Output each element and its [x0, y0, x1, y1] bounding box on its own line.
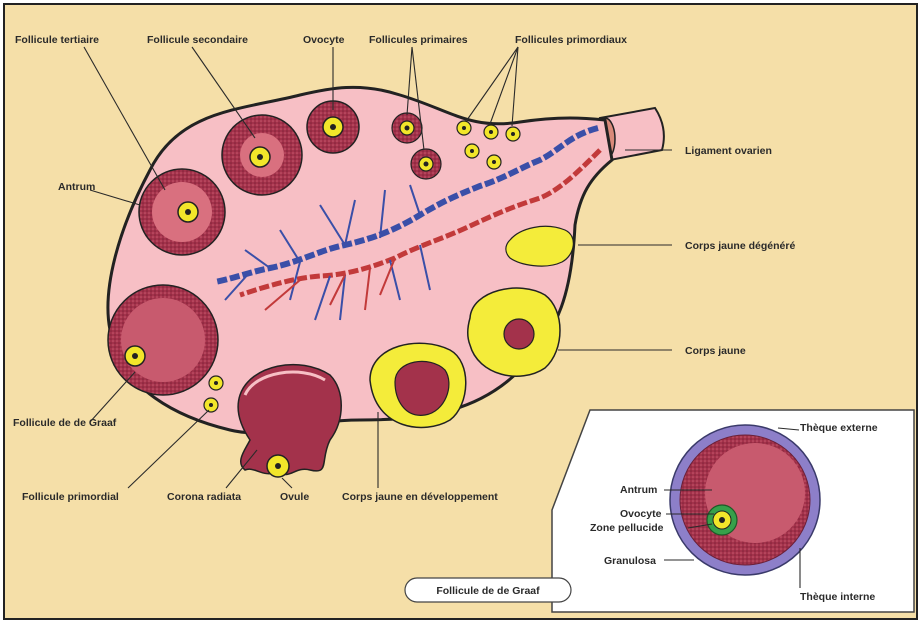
label-corona-radiata: Corona radiata [167, 491, 241, 503]
corpus-luteum [468, 288, 560, 376]
inset-label-theque-externe: Thèque externe [800, 422, 878, 434]
label-antrum: Antrum [58, 181, 95, 193]
tertiary-follicle [139, 169, 225, 255]
label-corps-jaune-developpement: Corps jaune en développement [342, 491, 498, 503]
inset-label-granulosa: Granulosa [604, 555, 656, 567]
label-ovule: Ovule [280, 491, 309, 503]
inset-label-ovocyte: Ovocyte [620, 508, 662, 520]
inset-label-antrum: Antrum [620, 484, 657, 496]
label-follicule-de-graaf: Follicule de de Graaf [13, 417, 117, 429]
label-follicule-secondaire: Follicule secondaire [147, 34, 248, 46]
inset-label-zone-pellucide: Zone pellucide [590, 522, 664, 534]
graafian-follicle [108, 285, 218, 395]
label-corps-jaune-degenere: Corps jaune dégénéré [685, 240, 795, 252]
inset-label-theque-interne: Thèque interne [800, 591, 875, 603]
label-ligament-ovarien: Ligament ovarien [685, 145, 772, 157]
label-follicule-primordial: Follicule primordial [22, 491, 119, 503]
inset-title: Follicule de de Graaf [436, 585, 540, 597]
label-ovocyte: Ovocyte [303, 34, 345, 46]
label-follicule-tertiaire: Follicule tertiaire [15, 34, 99, 46]
label-corps-jaune: Corps jaune [685, 345, 746, 357]
secondary-follicle [222, 115, 302, 195]
label-follicules-primordiaux: Follicules primordiaux [515, 34, 627, 46]
label-follicules-primaires: Follicules primaires [369, 34, 468, 46]
